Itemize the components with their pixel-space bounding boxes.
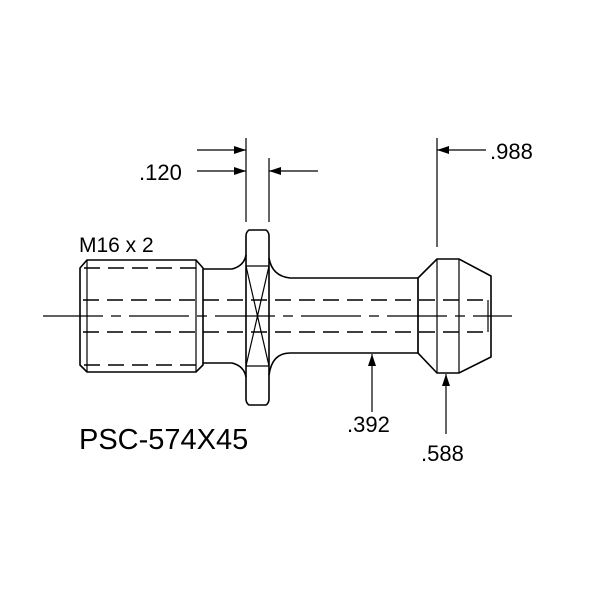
part-number: PSC-574X45 — [79, 424, 248, 456]
shank-diameter-label: .392 — [347, 412, 390, 437]
through-bore — [83, 299, 488, 333]
flange — [245, 229, 270, 406]
dimension-flange-width: .120 — [139, 138, 318, 222]
shank — [268, 257, 418, 376]
dimension-overall-length: .988 — [436, 138, 533, 247]
threaded-section — [79, 259, 204, 373]
dimension-shank-diameter: .392 — [347, 354, 390, 437]
thread-label: M16 x 2 — [79, 234, 154, 257]
flange-width-label: .120 — [139, 160, 182, 185]
overall-length-label: .988 — [490, 139, 533, 164]
head — [417, 258, 492, 374]
head-diameter-label: .588 — [421, 441, 464, 466]
dimension-head-diameter: .588 — [421, 374, 464, 466]
